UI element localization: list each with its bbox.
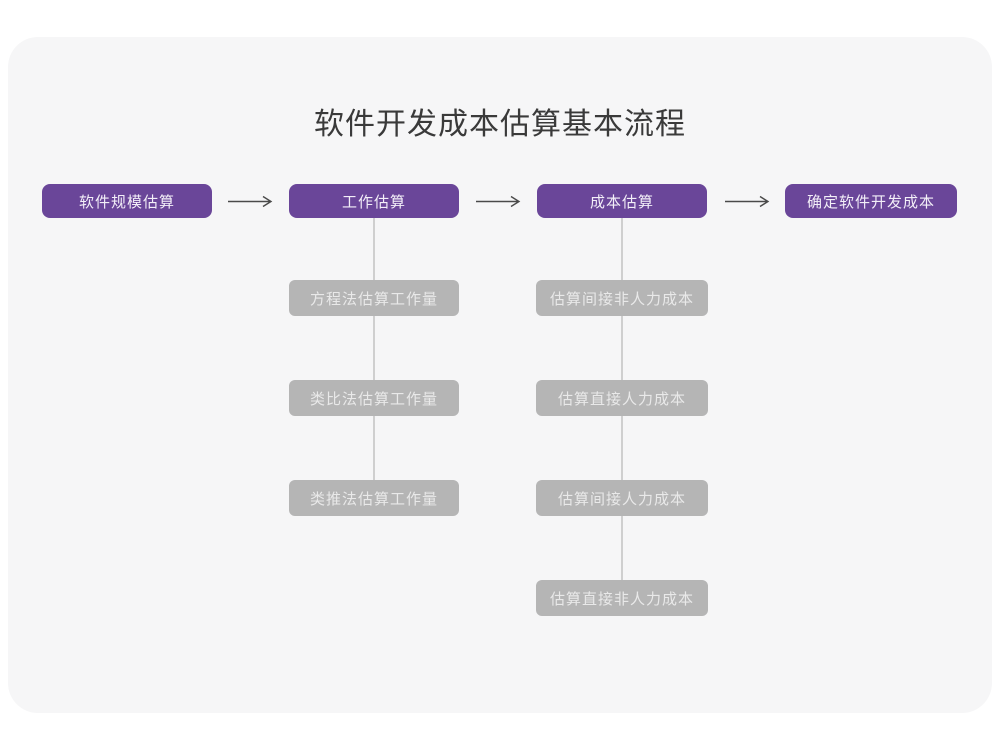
- substep-equation-method: 方程法估算工作量: [289, 280, 459, 316]
- arrow-right-icon: [228, 195, 273, 208]
- arrow-right-icon: [476, 195, 521, 208]
- substep-analogy-method: 类比法估算工作量: [289, 380, 459, 416]
- flow-node-software-scale-estimation: 软件规模估算: [42, 184, 212, 218]
- substep-indirect-labor-cost: 估算间接人力成本: [536, 480, 708, 516]
- substep-extrapolation-method: 类推法估算工作量: [289, 480, 459, 516]
- flow-node-work-estimation: 工作估算: [289, 184, 459, 218]
- substep-direct-labor-cost: 估算直接人力成本: [536, 380, 708, 416]
- substep-indirect-nonlabor-cost: 估算间接非人力成本: [536, 280, 708, 316]
- flow-node-cost-estimation: 成本估算: [537, 184, 707, 218]
- diagram-canvas: [8, 37, 992, 713]
- diagram-title: 软件开发成本估算基本流程: [314, 108, 686, 141]
- substep-direct-nonlabor-cost: 估算直接非人力成本: [536, 580, 708, 616]
- connector-line-work-substeps: [373, 218, 375, 498]
- flow-node-determine-development-cost: 确定软件开发成本: [785, 184, 957, 218]
- arrow-right-icon: [725, 195, 770, 208]
